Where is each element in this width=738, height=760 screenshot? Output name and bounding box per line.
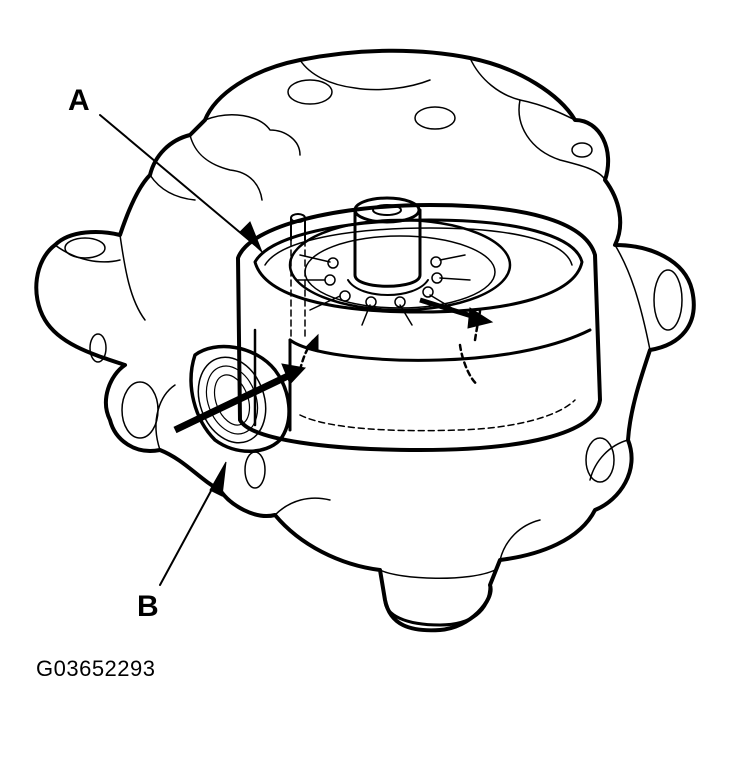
housing-outline [34, 48, 696, 633]
callout-label-a: A [68, 84, 90, 117]
leader-b [159, 477, 219, 586]
callout-label-b: B [137, 590, 159, 623]
figure-id: G03652293 [36, 656, 156, 681]
shaft [353, 208, 422, 288]
leader-a [99, 114, 256, 246]
arrowhead-a [239, 221, 263, 253]
cover-ring [236, 203, 602, 452]
arrowhead-b [209, 461, 227, 497]
